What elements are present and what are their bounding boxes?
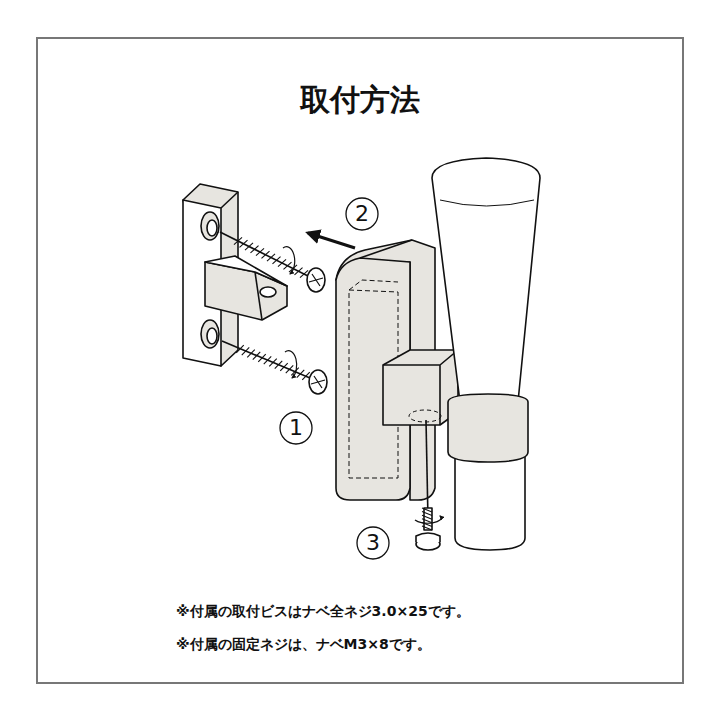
screw-thread (280, 363, 287, 371)
screw-thread (239, 240, 247, 247)
collar (448, 394, 528, 462)
screw-thread (234, 237, 242, 244)
screw-thread (264, 356, 271, 364)
wood-screws (220, 232, 327, 394)
screw-thread (422, 508, 432, 512)
title: 取付方法 (300, 80, 420, 121)
screw-thread (250, 246, 258, 253)
screw-thread (422, 519, 432, 523)
screw-thread (302, 372, 309, 380)
wall-bracket (183, 184, 287, 366)
direction-arrow (308, 233, 355, 248)
callout-number: 2 (355, 203, 369, 225)
screw-thread (267, 254, 275, 261)
screw-thread (300, 270, 308, 277)
screw-thread (289, 265, 297, 272)
callout-circle (346, 198, 378, 230)
screw-thread (294, 268, 302, 275)
screw-thread (253, 352, 260, 360)
finial (432, 158, 540, 402)
screw-thread (291, 368, 298, 376)
screw-thread (278, 259, 286, 266)
note: ※付属の固定ネジは、ナベM3×8です。 (176, 636, 431, 654)
screw-thread (275, 361, 282, 369)
screw-thread (236, 345, 243, 353)
screw-thread (242, 347, 249, 355)
screw-thread (283, 262, 291, 269)
screw-thread (245, 243, 253, 250)
fixing-screw (415, 420, 441, 550)
screw-thread (258, 354, 265, 362)
callout-number: 1 (289, 417, 303, 439)
note: ※付属の取付ビスはナベ全ネジ3.0×25です。 (176, 603, 470, 621)
screw-thread (422, 512, 432, 516)
screw-thread (286, 365, 293, 373)
callout-circle (357, 527, 389, 559)
screw-thread (261, 251, 269, 258)
screw-thread (256, 248, 264, 255)
screw-thread (422, 522, 432, 526)
callout-circle (280, 412, 312, 444)
screw-thread (422, 515, 432, 519)
callout-number: 3 (366, 532, 380, 554)
holder-block (336, 240, 458, 500)
screw-thread (269, 359, 276, 367)
screw-thread (297, 370, 304, 378)
screw-thread (247, 350, 254, 358)
frame (37, 38, 683, 683)
screw-thread (272, 257, 280, 264)
screw-thread (422, 526, 432, 530)
